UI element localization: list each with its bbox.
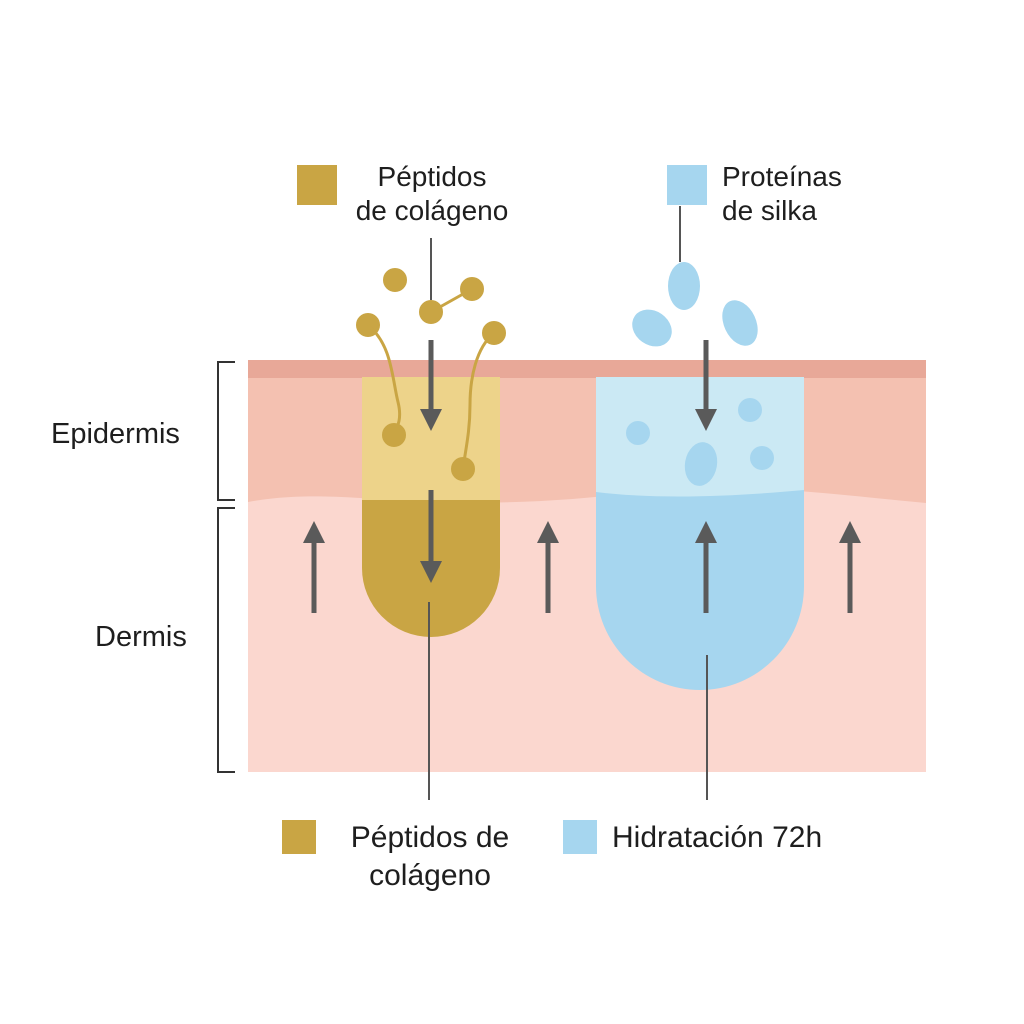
collagen-bottom-label-line2: colágeno: [369, 859, 491, 892]
peptide-molecule: [383, 268, 407, 292]
collagen-legend-swatch: [282, 820, 316, 854]
silk-protein-particle: [750, 446, 774, 470]
silk-proteins: [626, 262, 774, 486]
movement-arrows: [302, 340, 862, 613]
hydration-label: Hidratación 72h: [612, 821, 823, 854]
collagen-top-label-line1: Péptidos: [377, 161, 487, 192]
dermis-bracket: [217, 507, 235, 773]
collagen-peptides: [356, 268, 506, 481]
silk-channel-dermis: [596, 490, 804, 690]
silk-protein-particle: [668, 262, 700, 310]
epidermis-label: Epidermis: [51, 418, 180, 450]
silk-protein-particle: [722, 300, 758, 346]
collagen-swatch: [297, 165, 337, 205]
silk-top-label-line1: Proteínas: [722, 161, 842, 192]
collagen-bottom-label: Péptidos de colágeno: [330, 819, 530, 895]
silk-swatch: [667, 165, 707, 205]
leader-lines: [428, 206, 708, 800]
hydration-legend-swatch: [563, 820, 597, 854]
silk-protein-particle: [632, 309, 672, 347]
layer-brackets: [217, 361, 235, 773]
epidermis-bracket: [217, 361, 235, 501]
peptide-molecule: [460, 277, 484, 301]
peptide-molecule: [419, 300, 443, 324]
collagen-top-label: Péptidos de colágeno: [340, 160, 524, 228]
collagen-bottom-label-line1: Péptidos de: [350, 821, 510, 854]
silk-top-label: Proteínas de silka: [722, 160, 842, 228]
epidermis-layer: [248, 362, 926, 503]
peptide-molecule: [382, 423, 406, 447]
collagen-top-label-line2: de colágeno: [355, 195, 509, 226]
stratum-corneum: [248, 360, 926, 378]
silk-protein-particle: [738, 398, 762, 422]
peptide-chain: [461, 331, 495, 469]
dermis-label: Dermis: [95, 621, 187, 653]
silk-protein-particle: [626, 421, 650, 445]
silk-protein-particle: [684, 442, 718, 486]
silk-top-label-line2: de silka: [722, 195, 817, 226]
peptide-molecule: [451, 457, 475, 481]
